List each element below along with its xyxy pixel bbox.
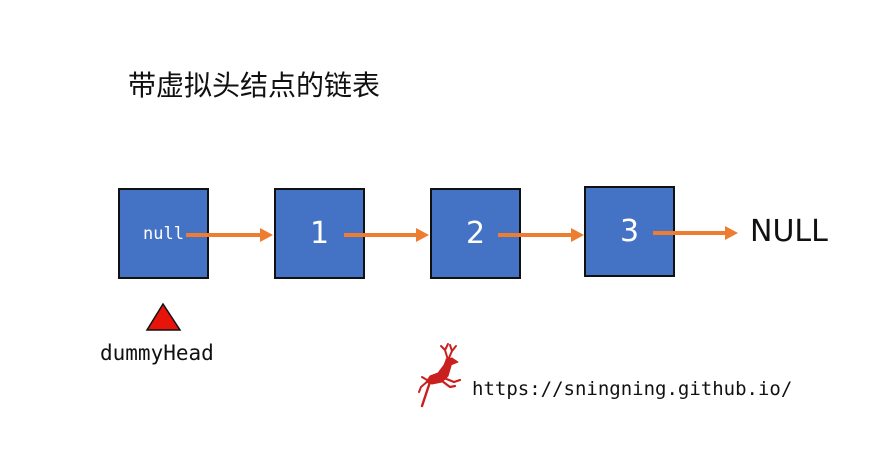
- dummy-head-label: dummyHead: [100, 341, 214, 365]
- node-label: null: [143, 223, 184, 244]
- triangle-up-icon: [145, 302, 182, 331]
- node-label: 1: [309, 216, 330, 251]
- arrow-dummy-to-1: [186, 228, 273, 242]
- node-label: 3: [619, 214, 640, 249]
- diagram-title: 带虚拟头结点的链表: [128, 69, 381, 102]
- arrow-2-to-3: [498, 228, 584, 242]
- tail-null-label: NULL: [750, 214, 828, 249]
- arrow-1-to-2: [344, 228, 429, 242]
- node-label: 2: [465, 216, 486, 251]
- arrow-3-to-null: [653, 226, 738, 240]
- site-url: https://sningning.github.io/: [472, 378, 793, 400]
- deer-icon: [418, 343, 462, 408]
